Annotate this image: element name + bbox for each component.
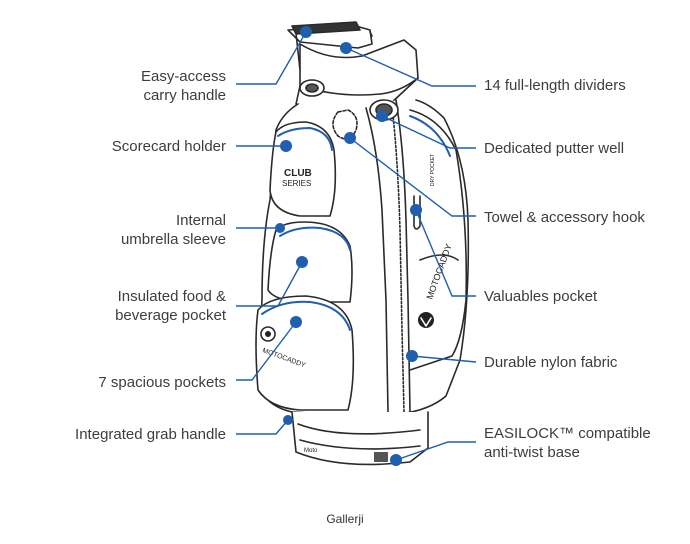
marker-easilock bbox=[390, 454, 402, 466]
label-insulated-pocket: Insulated food & beverage pocket bbox=[115, 288, 226, 324]
marker-nylon bbox=[406, 350, 418, 362]
leader-putter bbox=[381, 115, 476, 149]
label-grab-handle: Integrated grab handle bbox=[75, 426, 226, 443]
leader-grab-handle bbox=[236, 419, 289, 435]
marker-carry-handle bbox=[300, 26, 312, 38]
label-umbrella-sleeve: Internal umbrella sleeve bbox=[120, 212, 226, 248]
label-towel-hook: Towel & accessory hook bbox=[484, 209, 645, 226]
leader-valuables bbox=[415, 209, 476, 297]
leader-dividers bbox=[345, 47, 476, 87]
leader-nylon bbox=[411, 355, 477, 363]
marker-grab-handle bbox=[283, 415, 293, 425]
marker-valuables bbox=[410, 204, 422, 216]
label-easilock-base: EASILOCK™ compatible anti-twist base bbox=[484, 425, 651, 461]
label-carry-handle: Easy-access carry handle bbox=[140, 68, 226, 104]
marker-umbrella bbox=[275, 223, 285, 233]
label-scorecard-holder: Scorecard holder bbox=[111, 138, 226, 155]
leader-carry-handle bbox=[236, 31, 307, 85]
marker-dividers bbox=[340, 42, 352, 54]
bag-series-text: SERIES bbox=[282, 179, 311, 188]
gallery-caption[interactable]: Gallerji bbox=[326, 512, 364, 526]
label-nylon-fabric: Durable nylon fabric bbox=[484, 354, 618, 371]
leader-easilock bbox=[395, 441, 476, 461]
marker-pockets bbox=[290, 316, 302, 328]
marker-insulated bbox=[296, 256, 308, 268]
bag-dry-pocket-text: DRY POCKET bbox=[430, 154, 436, 186]
marker-towel bbox=[344, 132, 356, 144]
label-dividers: 14 full-length dividers bbox=[484, 77, 626, 94]
base-brand-text: Moto bbox=[304, 448, 318, 454]
label-spacious-pockets: 7 spacious pockets bbox=[98, 374, 226, 391]
leader-towel bbox=[349, 137, 476, 217]
bag-club-text: CLUB bbox=[284, 168, 312, 179]
leader-insulated bbox=[236, 261, 303, 307]
leader-pockets bbox=[236, 321, 297, 381]
label-valuables-pocket: Valuables pocket bbox=[484, 288, 598, 305]
marker-scorecard bbox=[280, 140, 292, 152]
label-putter-well: Dedicated putter well bbox=[484, 140, 625, 157]
marker-putter bbox=[376, 110, 388, 122]
